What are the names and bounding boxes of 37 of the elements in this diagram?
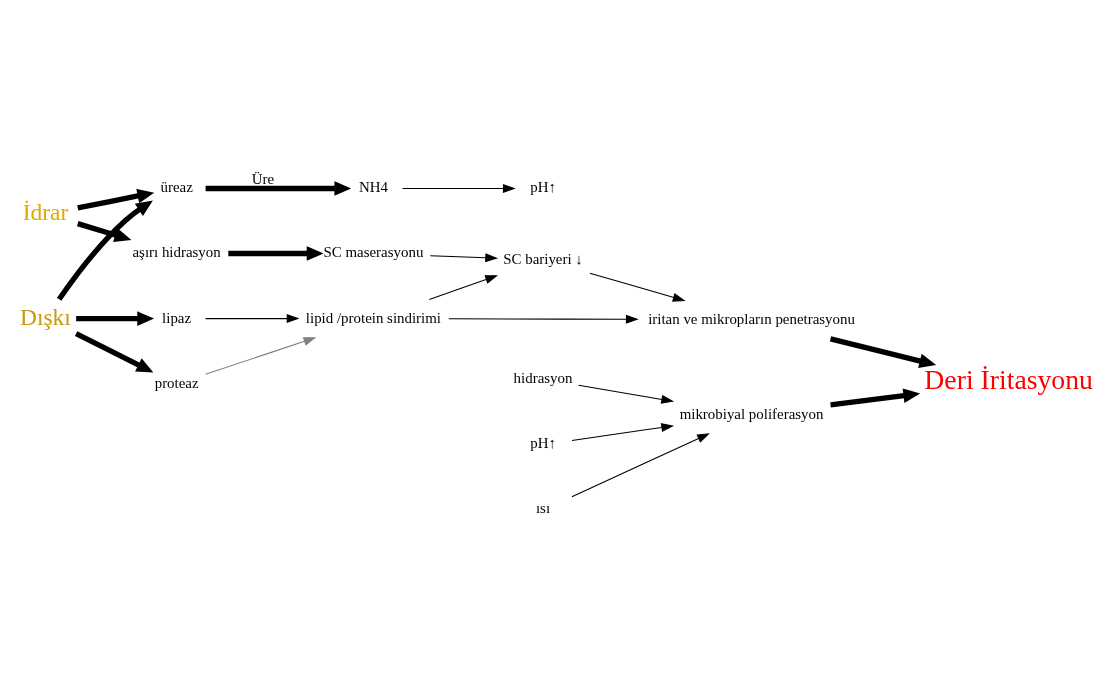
node-text: lipaz: [162, 309, 192, 326]
arrow: [571, 423, 675, 441]
node-text: proteaz: [154, 374, 199, 391]
arrow: [428, 275, 499, 300]
node-text: pH↑: [530, 435, 556, 452]
node-text: iritan ve mikropların penetrasyonu: [648, 310, 855, 327]
node-text: lipid /protein sindirimi: [305, 309, 441, 326]
node-text: Deri İritasyonu: [924, 364, 1093, 396]
edge-label: Üre: [251, 171, 275, 188]
node-text: İdrar: [22, 199, 69, 226]
arrow: [205, 337, 317, 375]
arrow: [76, 311, 155, 326]
arrow: [830, 388, 921, 408]
arrow: [74, 331, 154, 373]
arrow: [829, 336, 937, 369]
node-text: pH↑: [530, 179, 556, 196]
arrow: [76, 221, 132, 243]
node-text: SC maserasyonu: [323, 244, 424, 261]
arrow: [429, 253, 499, 263]
node-text: ısı: [535, 500, 551, 517]
arrow: [56, 200, 153, 301]
arrow: [589, 272, 686, 302]
arrow: [205, 181, 352, 196]
node-text: SC bariyeri ↓: [503, 250, 583, 267]
arrow: [402, 183, 516, 193]
node-text: hidrasyon: [513, 370, 573, 387]
node-text: aşırı hidrasyon: [132, 244, 221, 261]
node-text: NH4: [358, 179, 388, 196]
arrow: [578, 384, 675, 404]
arrow: [448, 314, 639, 324]
arrow: [228, 246, 324, 261]
arrow: [571, 433, 710, 498]
node-text: Dışkı: [20, 303, 71, 330]
arrow: [77, 188, 155, 211]
node-text: mikrobiyal poliferasyon: [679, 405, 824, 422]
node-text: üreaz: [160, 179, 193, 196]
arrow: [205, 314, 300, 324]
